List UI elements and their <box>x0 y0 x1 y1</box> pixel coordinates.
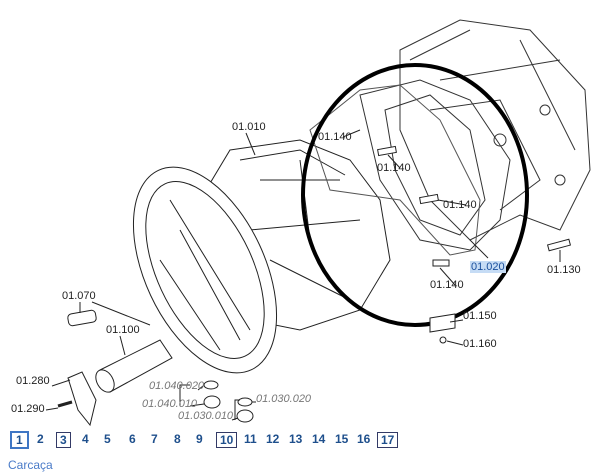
page-link-14[interactable]: 14 <box>312 432 326 446</box>
part-label-01010[interactable]: 01.010 <box>232 121 266 133</box>
part-label-01160[interactable]: 01.160 <box>463 338 497 350</box>
page-link-17[interactable]: 17 <box>377 432 399 448</box>
part-label-01140[interactable]: 01.140 <box>318 131 352 143</box>
page-link-15[interactable]: 15 <box>335 432 349 446</box>
part-label-0103020[interactable]: 01.030.020 <box>256 393 312 405</box>
page-link-8[interactable]: 8 <box>174 432 181 446</box>
page-link-7[interactable]: 7 <box>151 432 158 446</box>
part-label-01140[interactable]: 01.140 <box>443 199 477 211</box>
page-link-11[interactable]: 11 <box>244 432 257 446</box>
part-label-0104010[interactable]: 01.040.010 <box>142 398 198 410</box>
section-title: Carcaça <box>8 458 53 472</box>
part-label-0104020[interactable]: 01.040.020 <box>149 380 205 392</box>
page-link-4[interactable]: 4 <box>82 432 89 446</box>
page-link-3[interactable]: 3 <box>56 432 71 448</box>
part-label-01100[interactable]: 01.100 <box>106 324 140 336</box>
part-label-01290[interactable]: 01.290 <box>11 403 45 415</box>
page-link-1[interactable]: 1 <box>10 431 29 449</box>
page-link-5[interactable]: 5 <box>104 432 111 446</box>
main-housing <box>132 139 391 374</box>
part-label-01070[interactable]: 01.070 <box>62 290 96 302</box>
part-label-01130[interactable]: 01.130 <box>547 264 581 276</box>
highlight-circle <box>301 63 529 327</box>
part-label-01150[interactable]: 01.150 <box>463 310 497 322</box>
gasket <box>309 84 481 256</box>
part-label-01140[interactable]: 01.140 <box>430 279 464 291</box>
page-link-10[interactable]: 10 <box>216 432 238 448</box>
part-label-0103010[interactable]: 01.030.010 <box>178 410 234 422</box>
page-link-16[interactable]: 16 <box>357 432 371 446</box>
exploded-parts-diagram <box>45 19 591 427</box>
part-label-01140[interactable]: 01.140 <box>377 162 411 174</box>
page-link-6[interactable]: 6 <box>129 432 136 446</box>
page-link-9[interactable]: 9 <box>196 432 203 446</box>
part-label-01020-highlighted[interactable]: 01.020 <box>470 261 506 273</box>
page-link-13[interactable]: 13 <box>289 432 303 446</box>
page-link-2[interactable]: 2 <box>37 432 44 446</box>
part-label-01280[interactable]: 01.280 <box>16 375 50 387</box>
rear-housing <box>359 19 591 251</box>
page-link-12[interactable]: 12 <box>266 432 280 446</box>
